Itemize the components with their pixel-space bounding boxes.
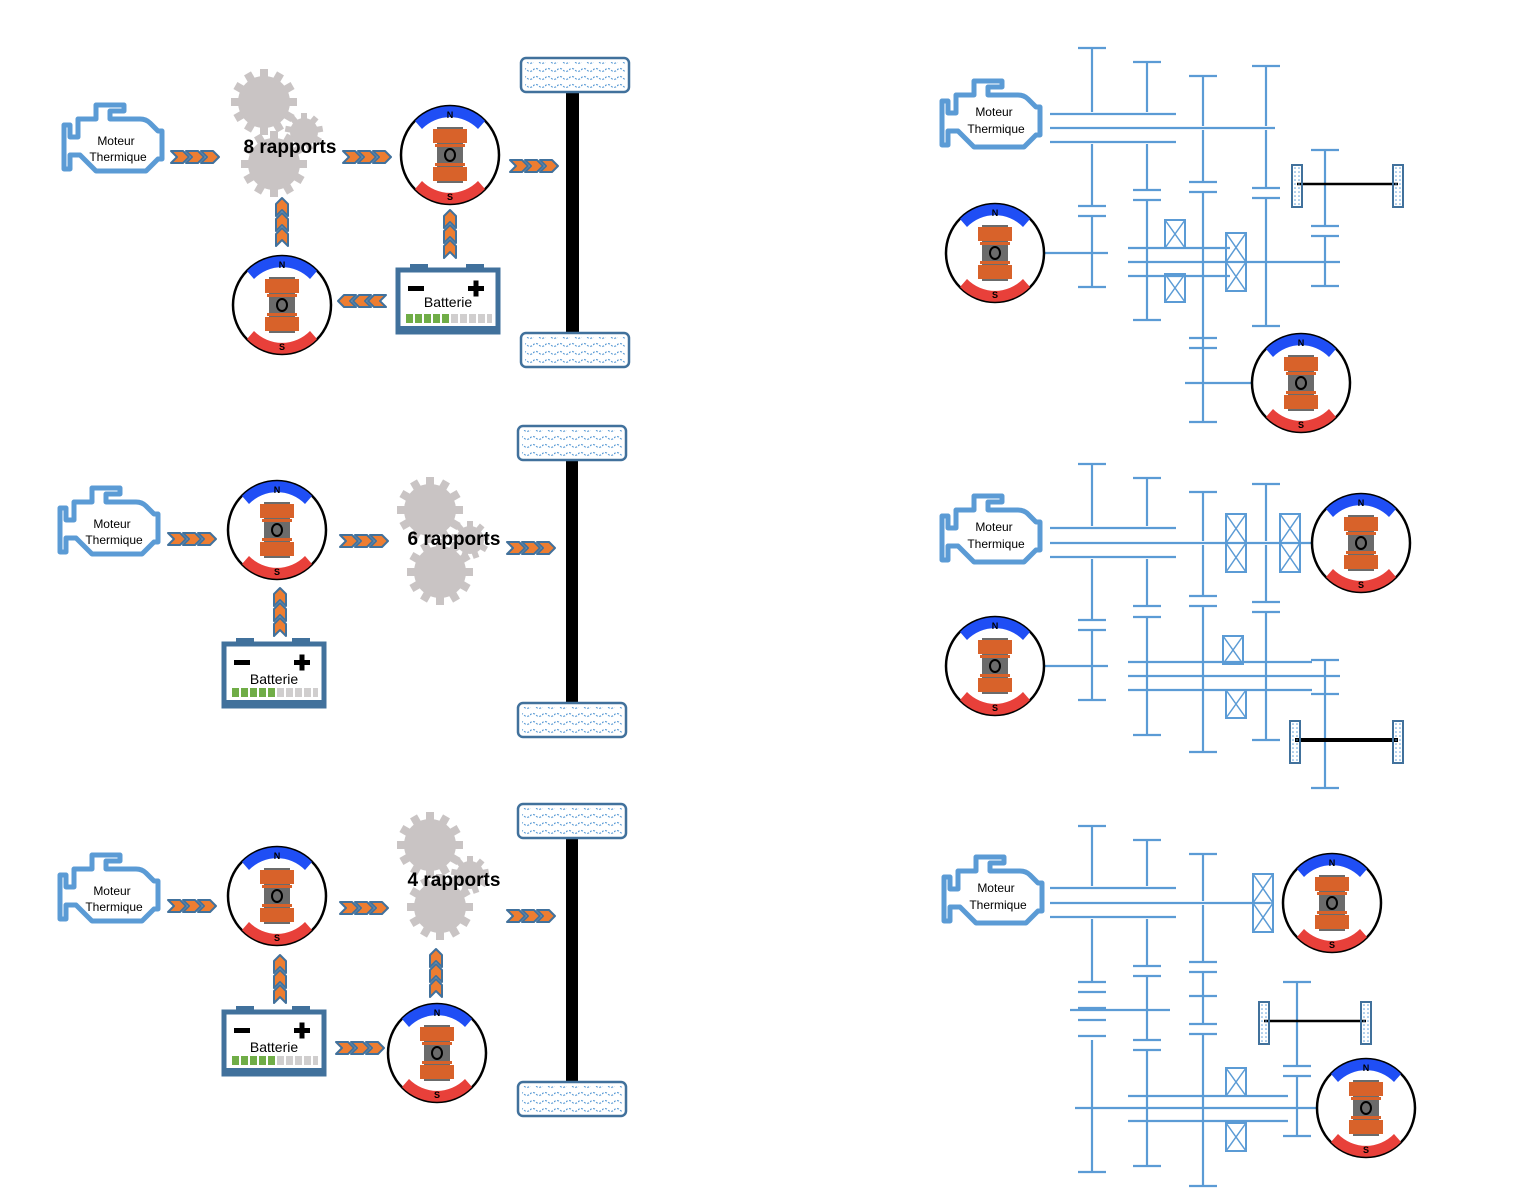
engine-label-line1: Moteur: [975, 520, 1012, 534]
south-label: S: [274, 933, 280, 943]
engine-label-line2: Thermique: [967, 537, 1025, 551]
wheel-icon: [516, 424, 628, 462]
arrow-right-icon: [340, 902, 388, 914]
north-label: N: [434, 1008, 441, 1018]
arrow-left-icon: [338, 295, 386, 307]
wheel-icon: [516, 802, 628, 840]
north-label: N: [274, 851, 281, 861]
arrow-right-icon: [168, 900, 216, 912]
arrow-right-icon: [340, 535, 388, 547]
north-label: N: [1358, 498, 1365, 508]
electric-motor-icon: N S: [1281, 852, 1383, 954]
gearbox-label: 8 rapports: [244, 137, 337, 158]
south-label: S: [992, 703, 998, 713]
arrow-right-icon: [343, 151, 391, 163]
engine-label-line1: Moteur: [93, 884, 130, 898]
north-label: N: [1298, 338, 1305, 348]
row3-block-diagram: Moteur Thermique N S 4 rapports Batterie…: [60, 802, 628, 1118]
engine-label-line2: Thermique: [969, 898, 1027, 912]
arrow-up-icon: [274, 588, 286, 636]
gearbox-label: 4 rapports: [408, 870, 501, 891]
engine-icon: Moteur Thermique: [944, 857, 1042, 923]
south-label: S: [1358, 580, 1364, 590]
engine-icon: Moteur Thermique: [64, 105, 162, 171]
schematic-1: [1045, 46, 1405, 424]
south-label: S: [274, 567, 280, 577]
north-label: N: [274, 485, 281, 495]
wheel-icon: [519, 56, 631, 94]
south-label: S: [1298, 420, 1304, 430]
engine-icon: Moteur Thermique: [60, 855, 158, 921]
south-label: S: [447, 192, 453, 202]
electric-motor-icon: N S: [1250, 332, 1352, 434]
engine-label-line1: Moteur: [975, 105, 1012, 119]
axle: [566, 458, 578, 702]
wheel-icon: [519, 331, 631, 369]
arrow-up-icon: [276, 198, 288, 246]
engine-label-line1: Moteur: [977, 881, 1014, 895]
battery-label: Batterie: [250, 671, 298, 687]
electric-motor-icon: N S: [944, 615, 1046, 717]
electric-motor-icon: N S: [226, 845, 328, 947]
north-label: N: [992, 208, 999, 218]
engine-icon: Moteur Thermique: [942, 496, 1040, 562]
south-label: S: [1329, 940, 1335, 950]
gear-icon: [231, 69, 323, 197]
electric-motor-icon: N S: [1315, 1057, 1417, 1159]
engine-label-line2: Thermique: [85, 533, 143, 547]
battery-label: Batterie: [250, 1039, 298, 1055]
schematic-2: [1045, 462, 1405, 790]
row1-block-diagram: Moteur Thermique 8 rapports N S N S Batt…: [64, 56, 631, 369]
arrow-right-icon: [336, 1042, 384, 1054]
battery-icon: Batterie: [396, 264, 500, 334]
engine-label-line1: Moteur: [97, 134, 134, 148]
electric-motor-icon: N S: [1310, 492, 1412, 594]
engine-label-line2: Thermique: [967, 122, 1025, 136]
north-label: N: [992, 621, 999, 631]
engine-label-line2: Thermique: [89, 150, 147, 164]
south-label: S: [279, 342, 285, 352]
north-label: N: [279, 260, 286, 270]
axle: [566, 836, 578, 1082]
south-label: S: [992, 290, 998, 300]
north-label: N: [1363, 1063, 1370, 1073]
gearbox-label: 6 rapports: [408, 529, 501, 550]
engine-label-line1: Moteur: [93, 517, 130, 531]
electric-motor-icon: N S: [226, 479, 328, 581]
battery-icon: Batterie: [222, 638, 326, 708]
electric-motor-icon: N S: [386, 1002, 488, 1104]
south-label: S: [1363, 1145, 1369, 1155]
arrow-right-icon: [507, 542, 555, 554]
wheel-icon: [516, 701, 628, 739]
north-label: N: [1329, 858, 1336, 868]
axle: [566, 92, 579, 332]
arrow-right-icon: [168, 533, 216, 545]
electric-motor-icon: N S: [944, 202, 1046, 304]
engine-icon: Moteur Thermique: [60, 488, 158, 554]
arrow-right-icon: [510, 160, 558, 172]
wheel-icon: [516, 1080, 628, 1118]
arrow-right-icon: [171, 151, 219, 163]
arrow-up-icon: [444, 210, 456, 258]
arrow-up-icon: [430, 949, 442, 997]
north-label: N: [447, 110, 454, 120]
schematic-3: [1050, 824, 1373, 1188]
south-label: S: [434, 1090, 440, 1100]
electric-motor-icon: N S: [231, 254, 333, 356]
engine-label-line2: Thermique: [85, 900, 143, 914]
electric-motor-icon: N S: [399, 104, 501, 206]
arrow-up-icon: [274, 955, 286, 1003]
engine-icon: Moteur Thermique: [942, 81, 1040, 147]
battery-label: Batterie: [424, 294, 472, 310]
battery-icon: Batterie: [222, 1006, 326, 1076]
row2-block-diagram: Moteur Thermique N S 6 rapports Batterie: [60, 424, 628, 739]
arrow-right-icon: [507, 910, 555, 922]
